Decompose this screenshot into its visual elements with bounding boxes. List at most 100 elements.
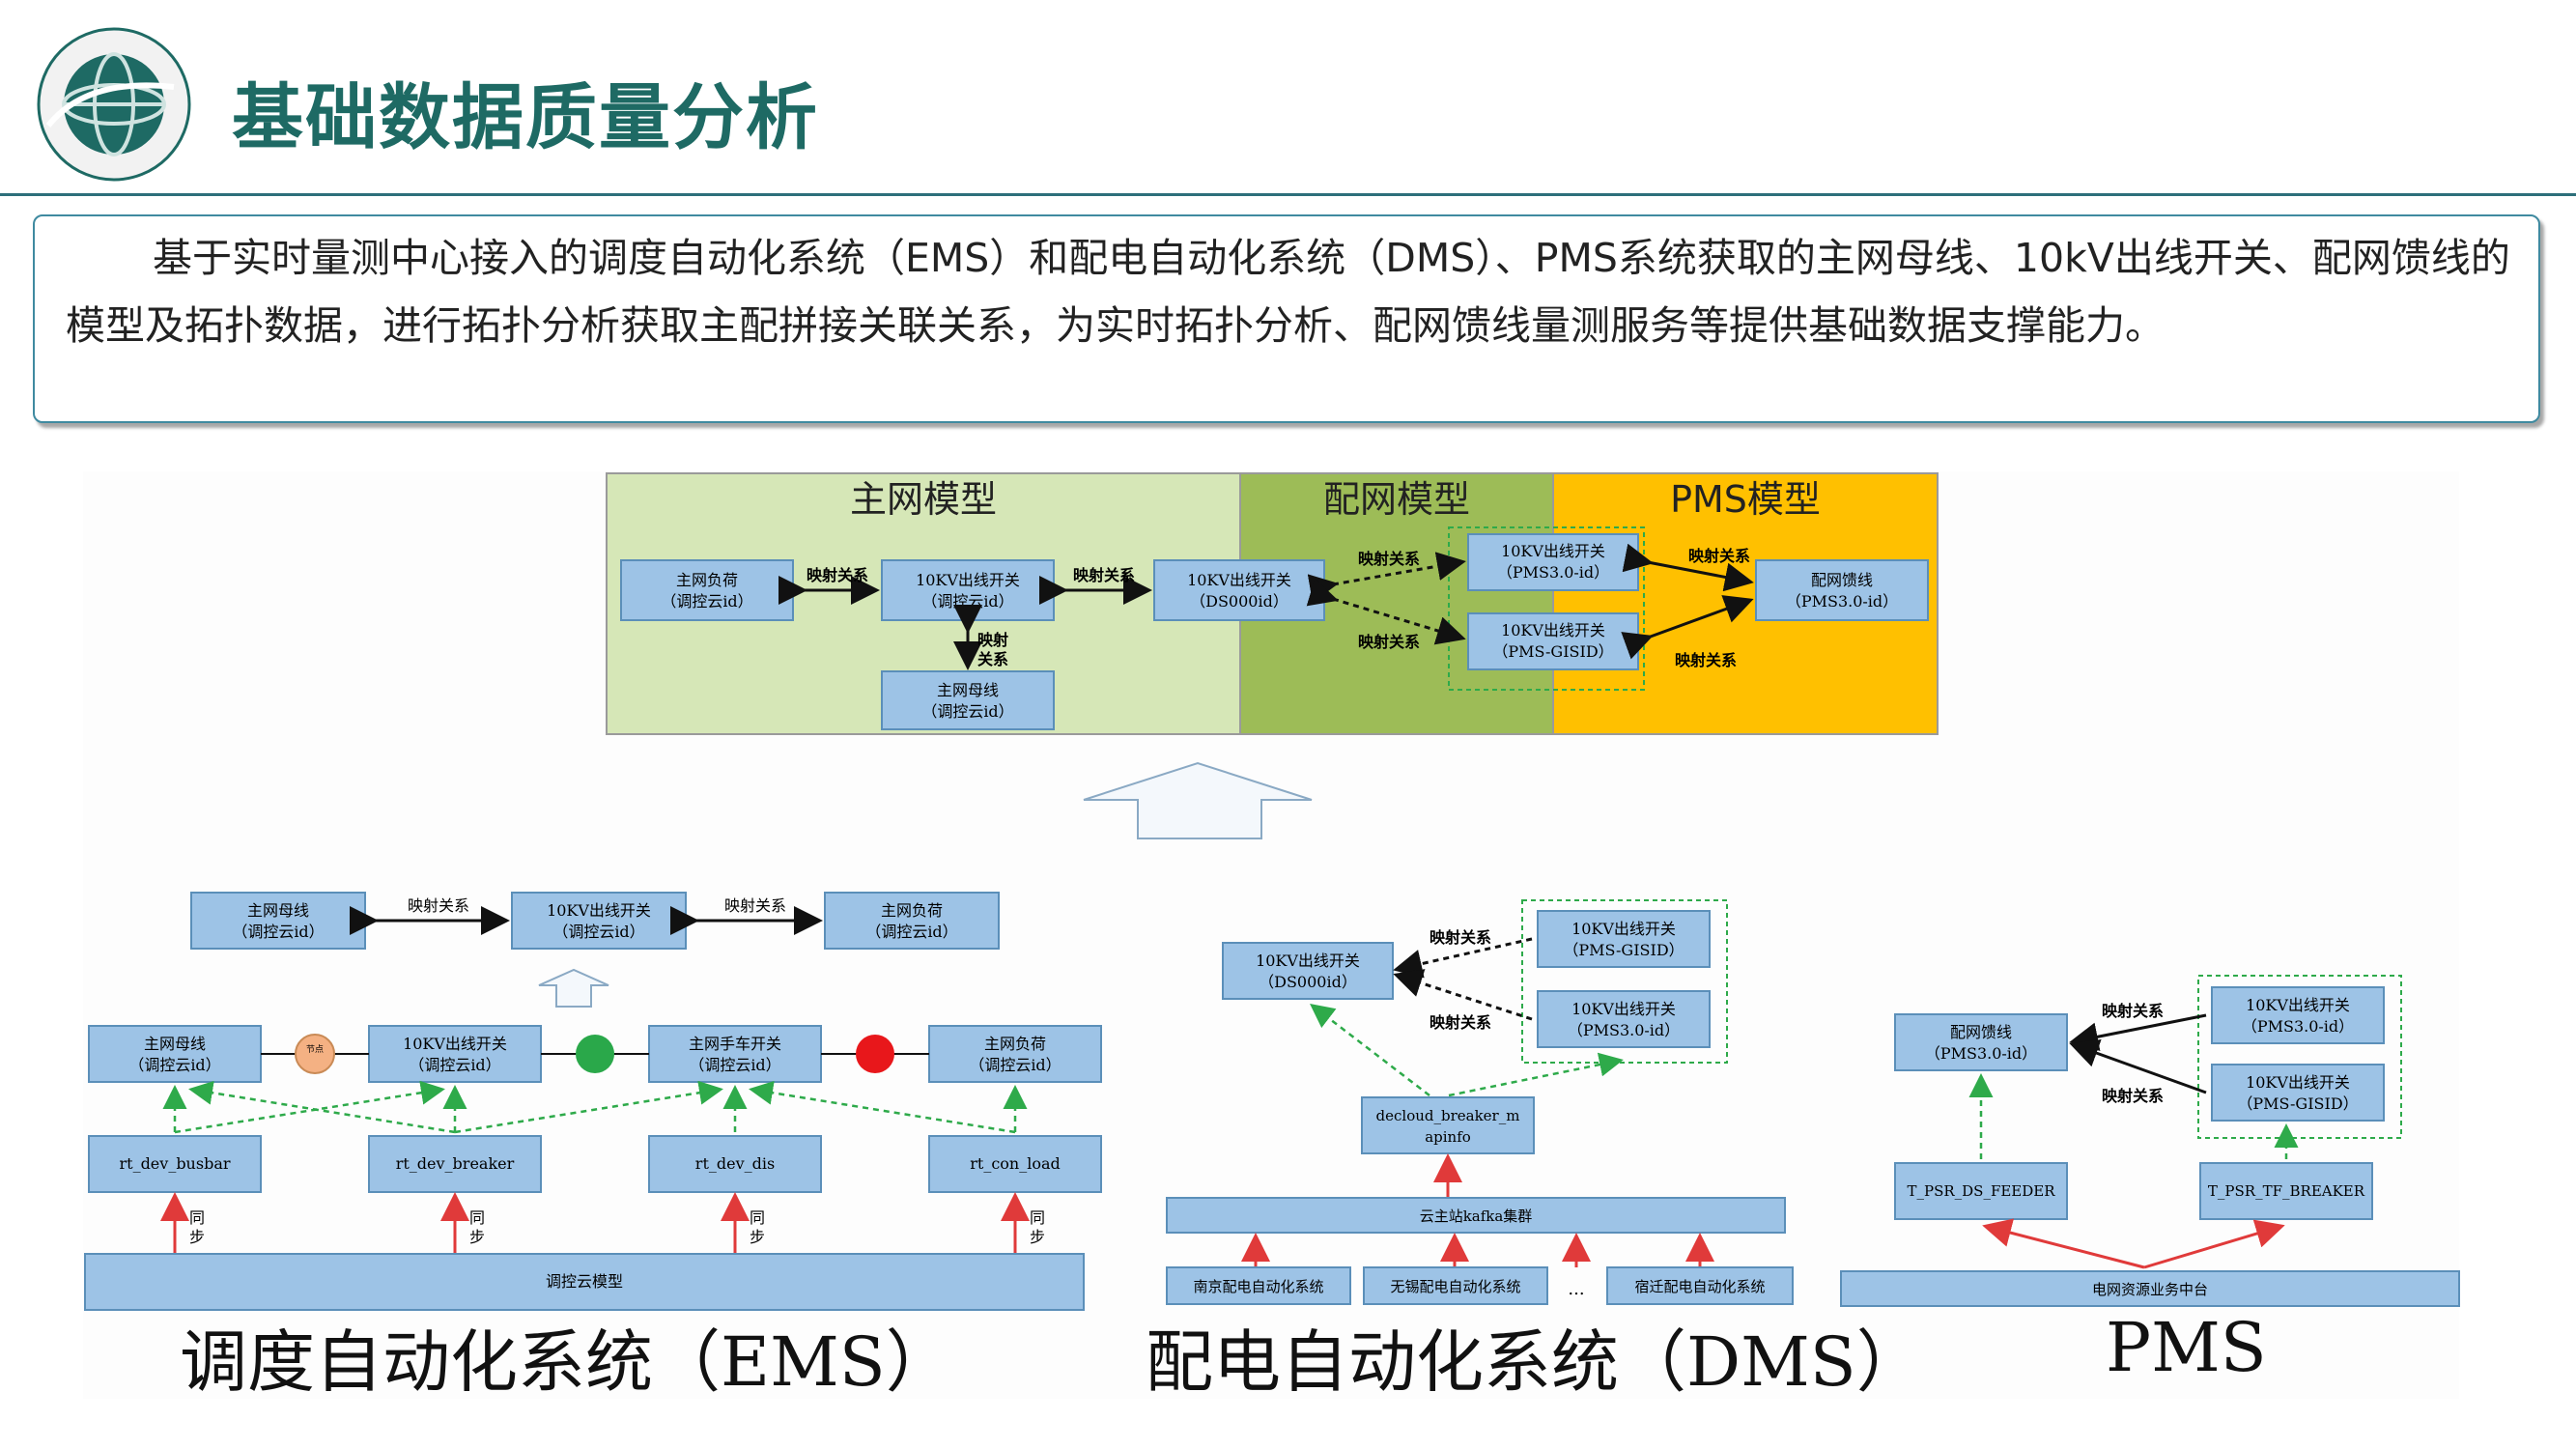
label-map-vertical-1: 映射 xyxy=(977,631,1008,649)
svg-text:（PMS-GISID）: （PMS-GISID） xyxy=(1563,941,1684,959)
dms-source-arrows xyxy=(1241,1233,1714,1267)
svg-text:（调控云id）: （调控云id） xyxy=(552,923,644,941)
pms-arrow-2 xyxy=(2069,1039,2207,1094)
svg-text:电网资源业务中台: 电网资源业务中台 xyxy=(2092,1281,2208,1298)
dms-mapping-lines xyxy=(1310,1003,1624,1097)
svg-text:decloud_breaker_m: decloud_breaker_m xyxy=(1376,1107,1520,1124)
svg-text:云主站kafka集群: 云主站kafka集群 xyxy=(1420,1208,1533,1225)
svg-text:（调控云id）: （调控云id） xyxy=(661,592,752,611)
ems-top-map-label-1: 映射关系 xyxy=(408,896,469,915)
ems-mapping-lines xyxy=(162,1080,1028,1134)
ems-node-orange xyxy=(295,1034,335,1074)
svg-text:10KV出线开关: 10KV出线开关 xyxy=(1256,952,1360,970)
zone-label-main: 主网模型 xyxy=(850,478,997,521)
ems-top-box-busbar: 主网母线 （调控云id） xyxy=(190,892,366,950)
dms-source-suqian: 宿迁配电自动化系统 xyxy=(1606,1266,1794,1305)
pms-map-label-2: 映射关系 xyxy=(2102,1087,2164,1105)
svg-text:调控云模型: 调控云模型 xyxy=(546,1272,623,1291)
zone-label-pms: PMS模型 xyxy=(1670,478,1821,521)
svg-text:（调控云id）: （调控云id） xyxy=(409,1056,500,1074)
ems-mid-box-load: 主网负荷 （调控云id） xyxy=(928,1025,1102,1083)
top-model-panel: 主网模型 配网模型 PMS模型 主网负荷 （调控云id） 10KV出线开关 （调… xyxy=(606,472,1939,735)
pms-box-breaker-a: 10KV出线开关 （PMS3.0-id） xyxy=(2211,986,2385,1044)
svg-text:主网手车开关: 主网手车开关 xyxy=(689,1035,781,1053)
dms-box-breaker: 10KV出线开关 （DS000id） xyxy=(1222,942,1394,1000)
dms-box-pms-a: 10KV出线开关 （PMS3.0-id） xyxy=(1537,990,1711,1048)
svg-text:主网负荷: 主网负荷 xyxy=(881,901,943,920)
ems-base-bar: 调控云模型 xyxy=(84,1253,1085,1311)
pms-section: 配网馈线 （PMS3.0-id） 10KV出线开关 （PMS3.0-id） 10… xyxy=(1840,975,2460,1307)
header-divider xyxy=(0,193,2576,196)
pms-table-breaker: T_PSR_TF_BREAKER xyxy=(2199,1162,2373,1220)
dms-kafka-bar: 云主站kafka集群 xyxy=(1166,1197,1786,1234)
svg-text:10KV出线开关: 10KV出线开关 xyxy=(916,571,1020,589)
pms-mapping-lines xyxy=(1968,1073,2299,1159)
ems-sync-label-3a: 同 xyxy=(750,1208,765,1227)
ems-small-up-arrow-icon xyxy=(538,968,609,1008)
box-dist-breaker: 10KV出线开关 （DS000id） xyxy=(1153,559,1325,621)
svg-text:10KV出线开关: 10KV出线开关 xyxy=(1571,920,1676,938)
label-map-1: 映射关系 xyxy=(807,566,868,584)
ems-sync-label-3b: 步 xyxy=(750,1228,765,1246)
svg-text:rt_con_load: rt_con_load xyxy=(970,1154,1061,1173)
box-main-load: 主网负荷 （调控云id） xyxy=(620,559,794,621)
ems-sync-label-1a: 同 xyxy=(189,1208,205,1227)
pms-sync-arrows xyxy=(1982,1218,2285,1269)
ems-mid-box-breaker: 10KV出线开关 （调控云id） xyxy=(368,1025,542,1083)
svg-text:（调控云id）: （调控云id） xyxy=(232,923,324,941)
dms-arrow-1 xyxy=(1393,937,1533,979)
box-pms-breaker-b: 10KV出线开关 （PMS-GISID） xyxy=(1467,612,1639,670)
ems-mid-box-switch: 主网手车开关 （调控云id） xyxy=(648,1025,822,1083)
ems-sync-label-1b: 步 xyxy=(189,1228,205,1246)
dms-source-nanjing: 南京配电自动化系统 xyxy=(1166,1266,1351,1305)
svg-text:南京配电自动化系统: 南京配电自动化系统 xyxy=(1193,1278,1323,1295)
ems-mid-box-busbar: 主网母线 （调控云id） xyxy=(88,1025,262,1083)
label-map-6: 映射关系 xyxy=(1675,651,1737,669)
svg-text:（调控云id）: （调控云id） xyxy=(865,923,957,941)
svg-text:（调控云id）: （调控云id） xyxy=(921,702,1013,721)
svg-text:T_PSR_DS_FEEDER: T_PSR_DS_FEEDER xyxy=(1907,1182,2055,1200)
svg-text:（PMS3.0-id）: （PMS3.0-id） xyxy=(1786,592,1898,611)
ems-top-map-label-2: 映射关系 xyxy=(724,896,786,915)
svg-text:（DS000id）: （DS000id） xyxy=(1259,973,1357,991)
dms-map-label-2: 映射关系 xyxy=(1430,1013,1491,1032)
ems-top-box-load: 主网负荷 （调控云id） xyxy=(824,892,1000,950)
ems-table-busbar: rt_dev_busbar xyxy=(88,1135,262,1193)
svg-text:T_PSR_TF_BREAKER: T_PSR_TF_BREAKER xyxy=(2208,1182,2365,1200)
svg-text:10KV出线开关: 10KV出线开关 xyxy=(2246,1073,2350,1092)
ems-table-breaker: rt_dev_breaker xyxy=(368,1135,542,1193)
svg-text:10KV出线开关: 10KV出线开关 xyxy=(1501,542,1605,560)
pms-box-feeder: 配网馈线 （PMS3.0-id） xyxy=(1894,1013,2068,1071)
svg-text:（调控云id）: （调控云id） xyxy=(689,1056,780,1074)
dms-source-ellipsis: ... xyxy=(1568,1279,1584,1299)
pms-platform-bar: 电网资源业务中台 xyxy=(1840,1270,2460,1307)
svg-text:（PMS3.0-id）: （PMS3.0-id） xyxy=(1497,563,1609,582)
dms-pms-group xyxy=(1521,899,1728,1064)
label-map-3: 映射关系 xyxy=(1358,550,1420,568)
box-main-breaker: 10KV出线开关 （调控云id） xyxy=(881,559,1055,621)
label-map-4: 映射关系 xyxy=(1358,633,1420,651)
ems-node-red xyxy=(856,1035,894,1073)
svg-text:（调控云id）: （调控云id） xyxy=(969,1056,1061,1074)
svg-text:配网馈线: 配网馈线 xyxy=(1811,571,1873,589)
dms-box-pms-b: 10KV出线开关 （PMS-GISID） xyxy=(1537,910,1711,968)
svg-text:（PMS3.0-id）: （PMS3.0-id） xyxy=(1568,1021,1680,1039)
page-title: 基础数据质量分析 xyxy=(232,76,819,159)
svg-text:10KV出线开关: 10KV出线开关 xyxy=(2246,996,2350,1014)
pms-breaker-group xyxy=(1448,526,1645,691)
ems-section: 主网母线 （调控云id） 10KV出线开关 （调控云id） 主网负荷 （调控云i… xyxy=(84,892,1102,1311)
svg-text:无锡配电自动化系统: 无锡配电自动化系统 xyxy=(1390,1278,1520,1295)
arrow-pms-a-feeder xyxy=(1622,543,1754,592)
ems-table-dis: rt_dev_dis xyxy=(648,1135,822,1193)
caption-ems: 调度自动化系统（EMS） xyxy=(180,1322,953,1402)
label-map-2: 映射关系 xyxy=(1073,566,1135,584)
svg-text:（DS000id）: （DS000id） xyxy=(1190,592,1288,611)
ems-sync-arrows xyxy=(160,1192,1030,1254)
svg-text:（调控云id）: （调控云id） xyxy=(921,592,1013,611)
ems-sync-label-2a: 同 xyxy=(469,1208,485,1227)
label-map-vertical-2: 关系 xyxy=(977,650,1008,668)
pms-arrow-1 xyxy=(2069,1013,2207,1052)
svg-text:10KV出线开关: 10KV出线开关 xyxy=(547,901,651,920)
ems-table-load: rt_con_load xyxy=(928,1135,1102,1193)
